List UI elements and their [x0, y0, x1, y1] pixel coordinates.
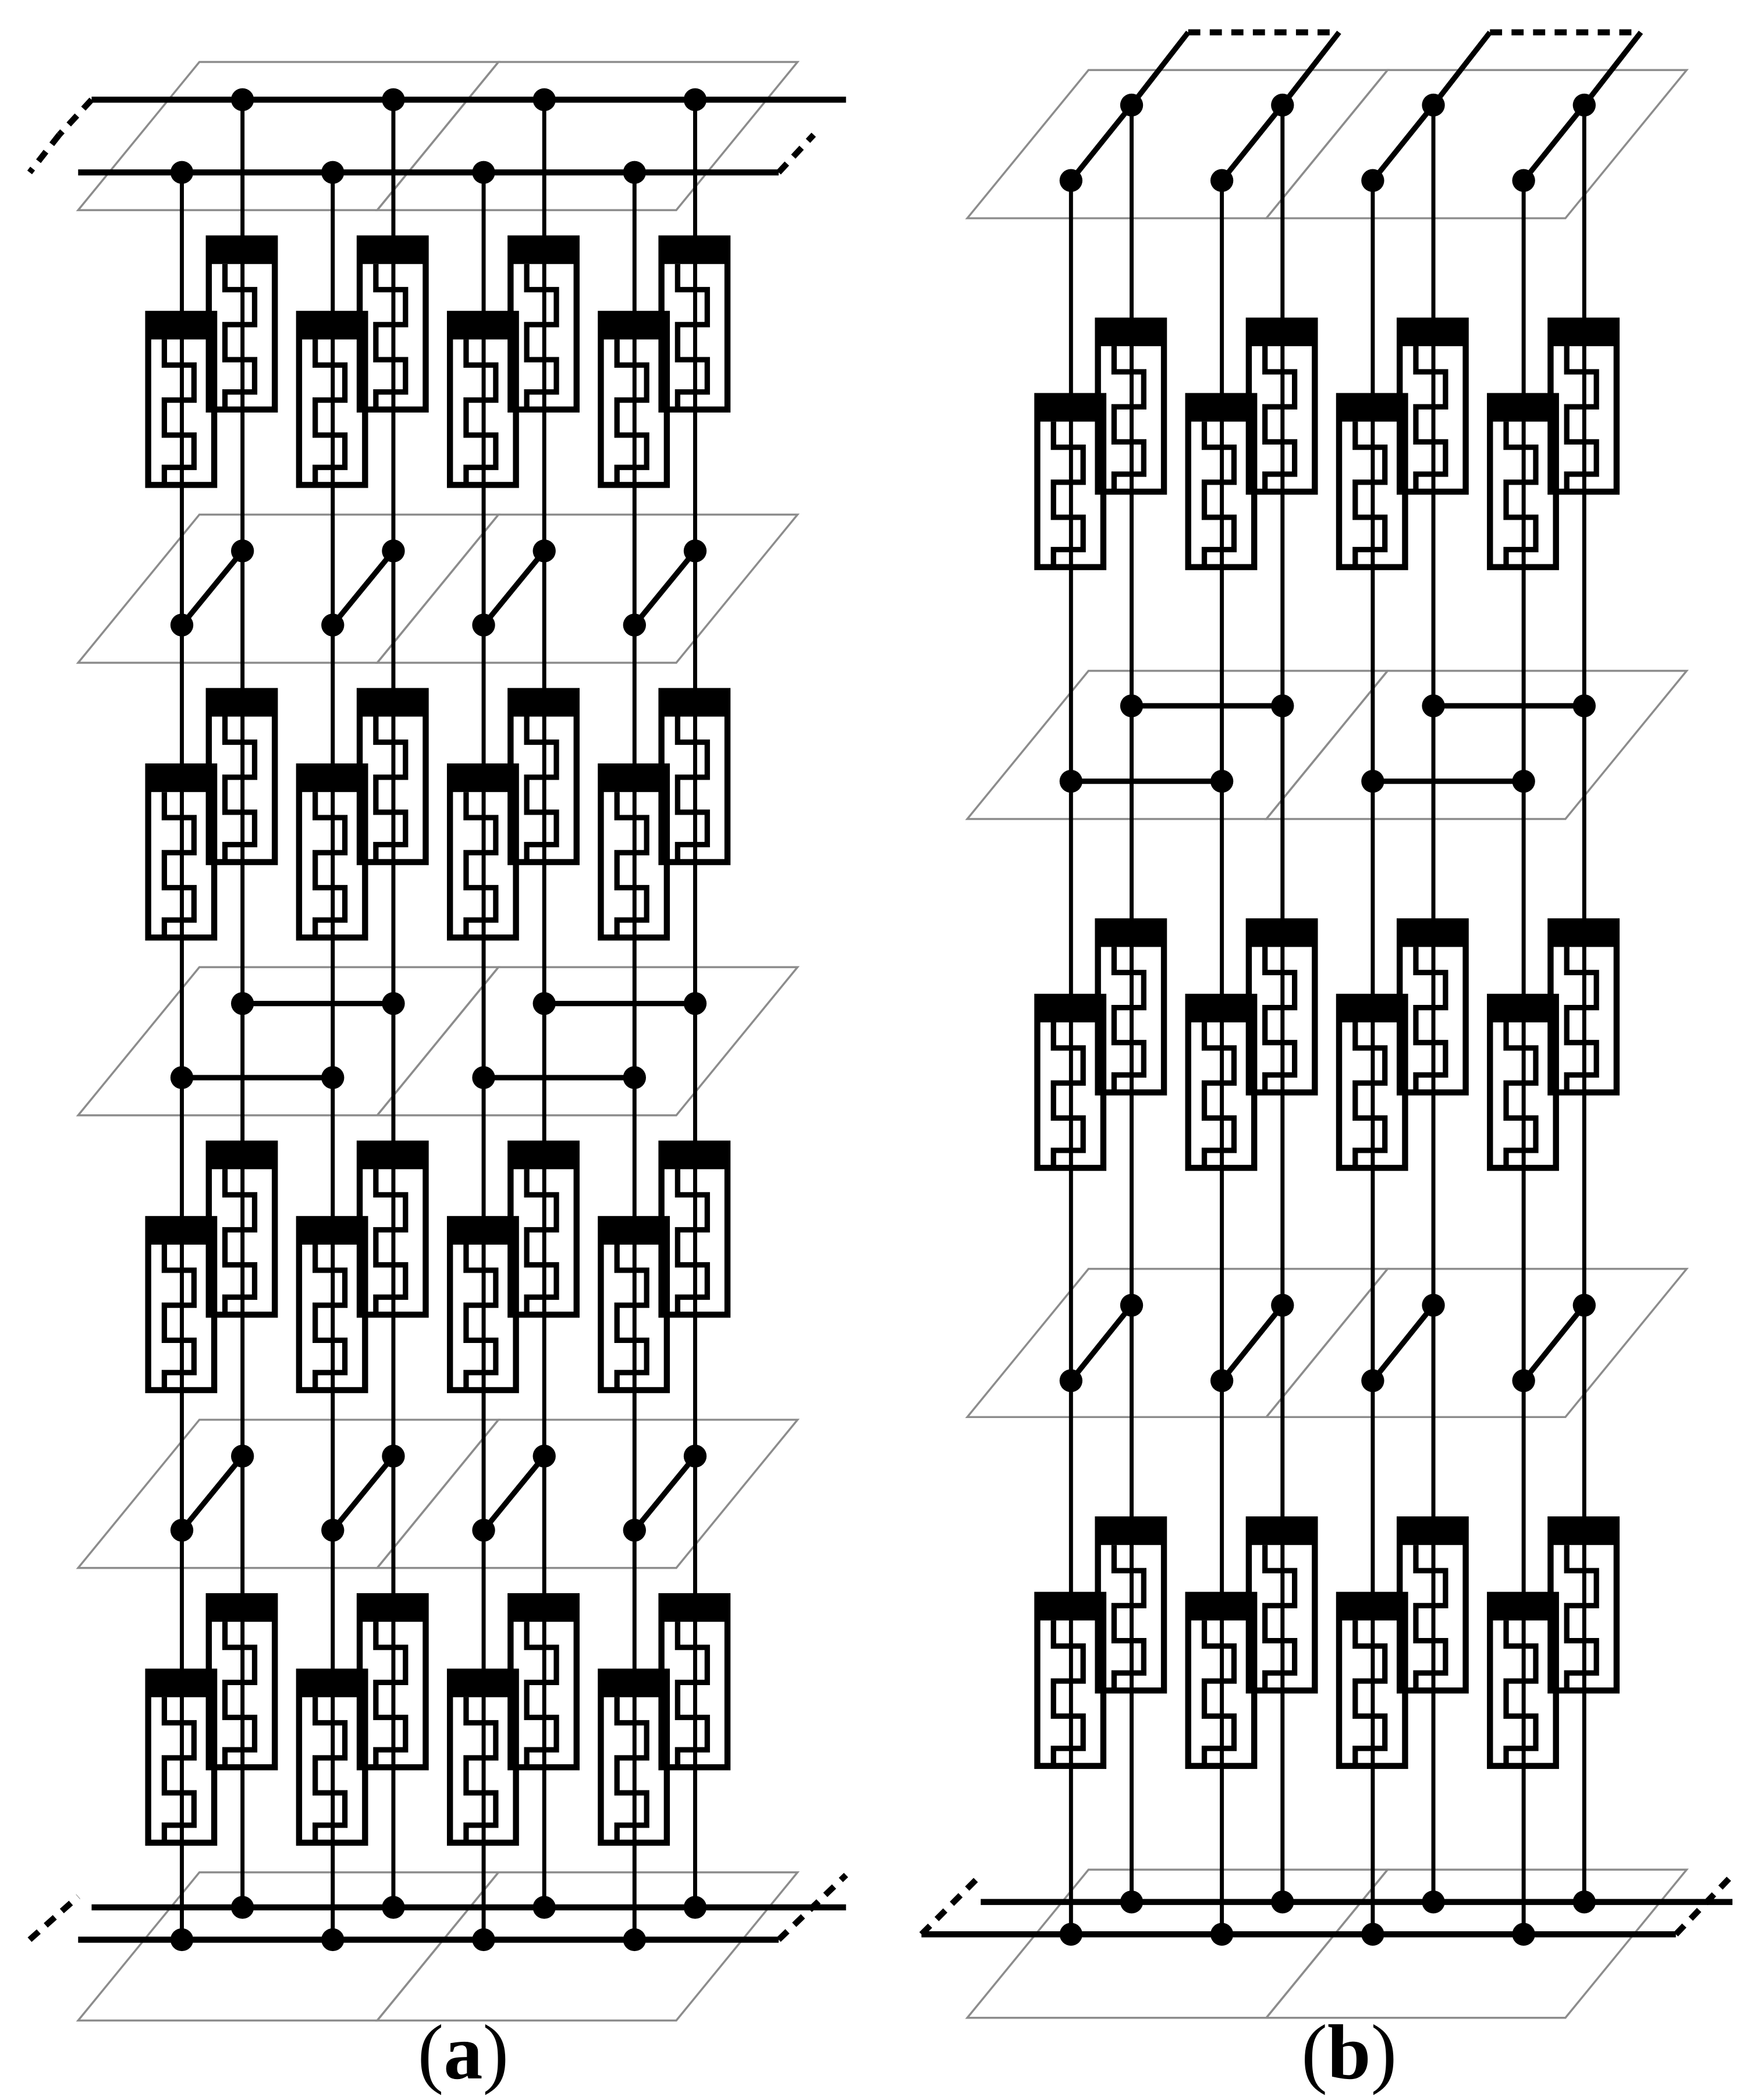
- switch-link: [632, 549, 698, 627]
- layer-plane: [375, 513, 800, 664]
- layer-plane: [375, 1871, 800, 2022]
- junction-dot: [170, 1928, 194, 1952]
- switch-link: [331, 549, 396, 627]
- bus-dashed-end: [776, 132, 816, 175]
- bus-dashed-end: [1673, 1872, 1735, 1936]
- switch-link: [1582, 30, 1643, 107]
- switch-link: [481, 1454, 546, 1532]
- layer-plane: [1264, 1868, 1689, 2019]
- junction-dot: [321, 1928, 345, 1952]
- layer-plane: [375, 966, 800, 1117]
- switch-link: [179, 1454, 245, 1532]
- switch-link: [1370, 103, 1436, 183]
- switch-link: [179, 549, 245, 627]
- switch-link: [1220, 1303, 1285, 1383]
- layer-plane: [76, 1419, 501, 1569]
- switch-link: [1220, 103, 1285, 183]
- junction-dot: [231, 1896, 254, 1919]
- switch-link: [1431, 30, 1492, 107]
- switch-link: [1370, 1303, 1436, 1383]
- layer-plane: [965, 1267, 1390, 1419]
- junction-dot: [472, 161, 495, 184]
- junction-dot: [1271, 694, 1294, 717]
- layer-plane: [375, 1419, 800, 1569]
- switch-link: [1068, 1303, 1134, 1383]
- bus-dashed-end: [57, 97, 94, 137]
- switch-link: [1280, 30, 1341, 107]
- layer-plane: [965, 670, 1390, 820]
- junction-dot: [1361, 770, 1384, 793]
- switch-link: [1521, 1303, 1586, 1383]
- layer-plane: [1264, 69, 1689, 219]
- junction-dot: [1512, 1923, 1535, 1946]
- switch-link: [632, 1454, 698, 1532]
- bus-dashed-end: [27, 133, 62, 175]
- layer-plane: [1264, 670, 1689, 820]
- junction-dot: [683, 88, 707, 112]
- junction-dot: [231, 992, 254, 1015]
- switch-link: [1068, 103, 1134, 183]
- layer-plane: [1264, 1267, 1689, 1419]
- layer-plane: [76, 1871, 501, 2022]
- switch-link: [1129, 30, 1191, 107]
- junction-dot: [532, 1896, 556, 1919]
- junction-dot: [231, 88, 254, 112]
- switch-link: [331, 1454, 396, 1532]
- junction-dot: [1572, 1890, 1596, 1914]
- junction-dot: [1422, 1890, 1445, 1914]
- layer-plane: [965, 69, 1390, 219]
- switch-link: [1521, 103, 1586, 183]
- layer-plane: [965, 1868, 1390, 2019]
- junction-dot: [382, 1896, 405, 1919]
- caption-a-letter: a: [443, 2009, 482, 2096]
- junction-dot: [1120, 1890, 1144, 1914]
- junction-dot: [1059, 1923, 1083, 1946]
- bus-dashed-end: [27, 1894, 80, 1942]
- junction-dot: [472, 1928, 495, 1952]
- caption-a: (a): [418, 2009, 509, 2096]
- bus-dashed-end: [776, 1872, 848, 1942]
- layer-plane: [76, 513, 501, 664]
- junction-dot: [623, 161, 646, 184]
- junction-dot: [1271, 1890, 1294, 1914]
- junction-dot: [1572, 694, 1596, 717]
- junction-dot: [1210, 1923, 1234, 1946]
- junction-dot: [623, 1928, 646, 1952]
- junction-dot: [683, 1896, 707, 1919]
- layer-plane: [76, 966, 501, 1117]
- junction-dot: [321, 161, 345, 184]
- switch-link: [481, 549, 546, 627]
- caption-b: (b): [1301, 2009, 1397, 2096]
- caption-b-letter: b: [1327, 2009, 1371, 2096]
- bus-dashed-end: [919, 1872, 983, 1936]
- panel-a-circuit: [27, 61, 848, 2022]
- junction-dot: [170, 161, 194, 184]
- junction-dot: [382, 88, 405, 112]
- junction-dot: [532, 88, 556, 112]
- layer-plane: [375, 61, 800, 211]
- panel-b-circuit: [919, 29, 1735, 2019]
- layer-plane: [76, 61, 501, 211]
- junction-dot: [1361, 1923, 1384, 1946]
